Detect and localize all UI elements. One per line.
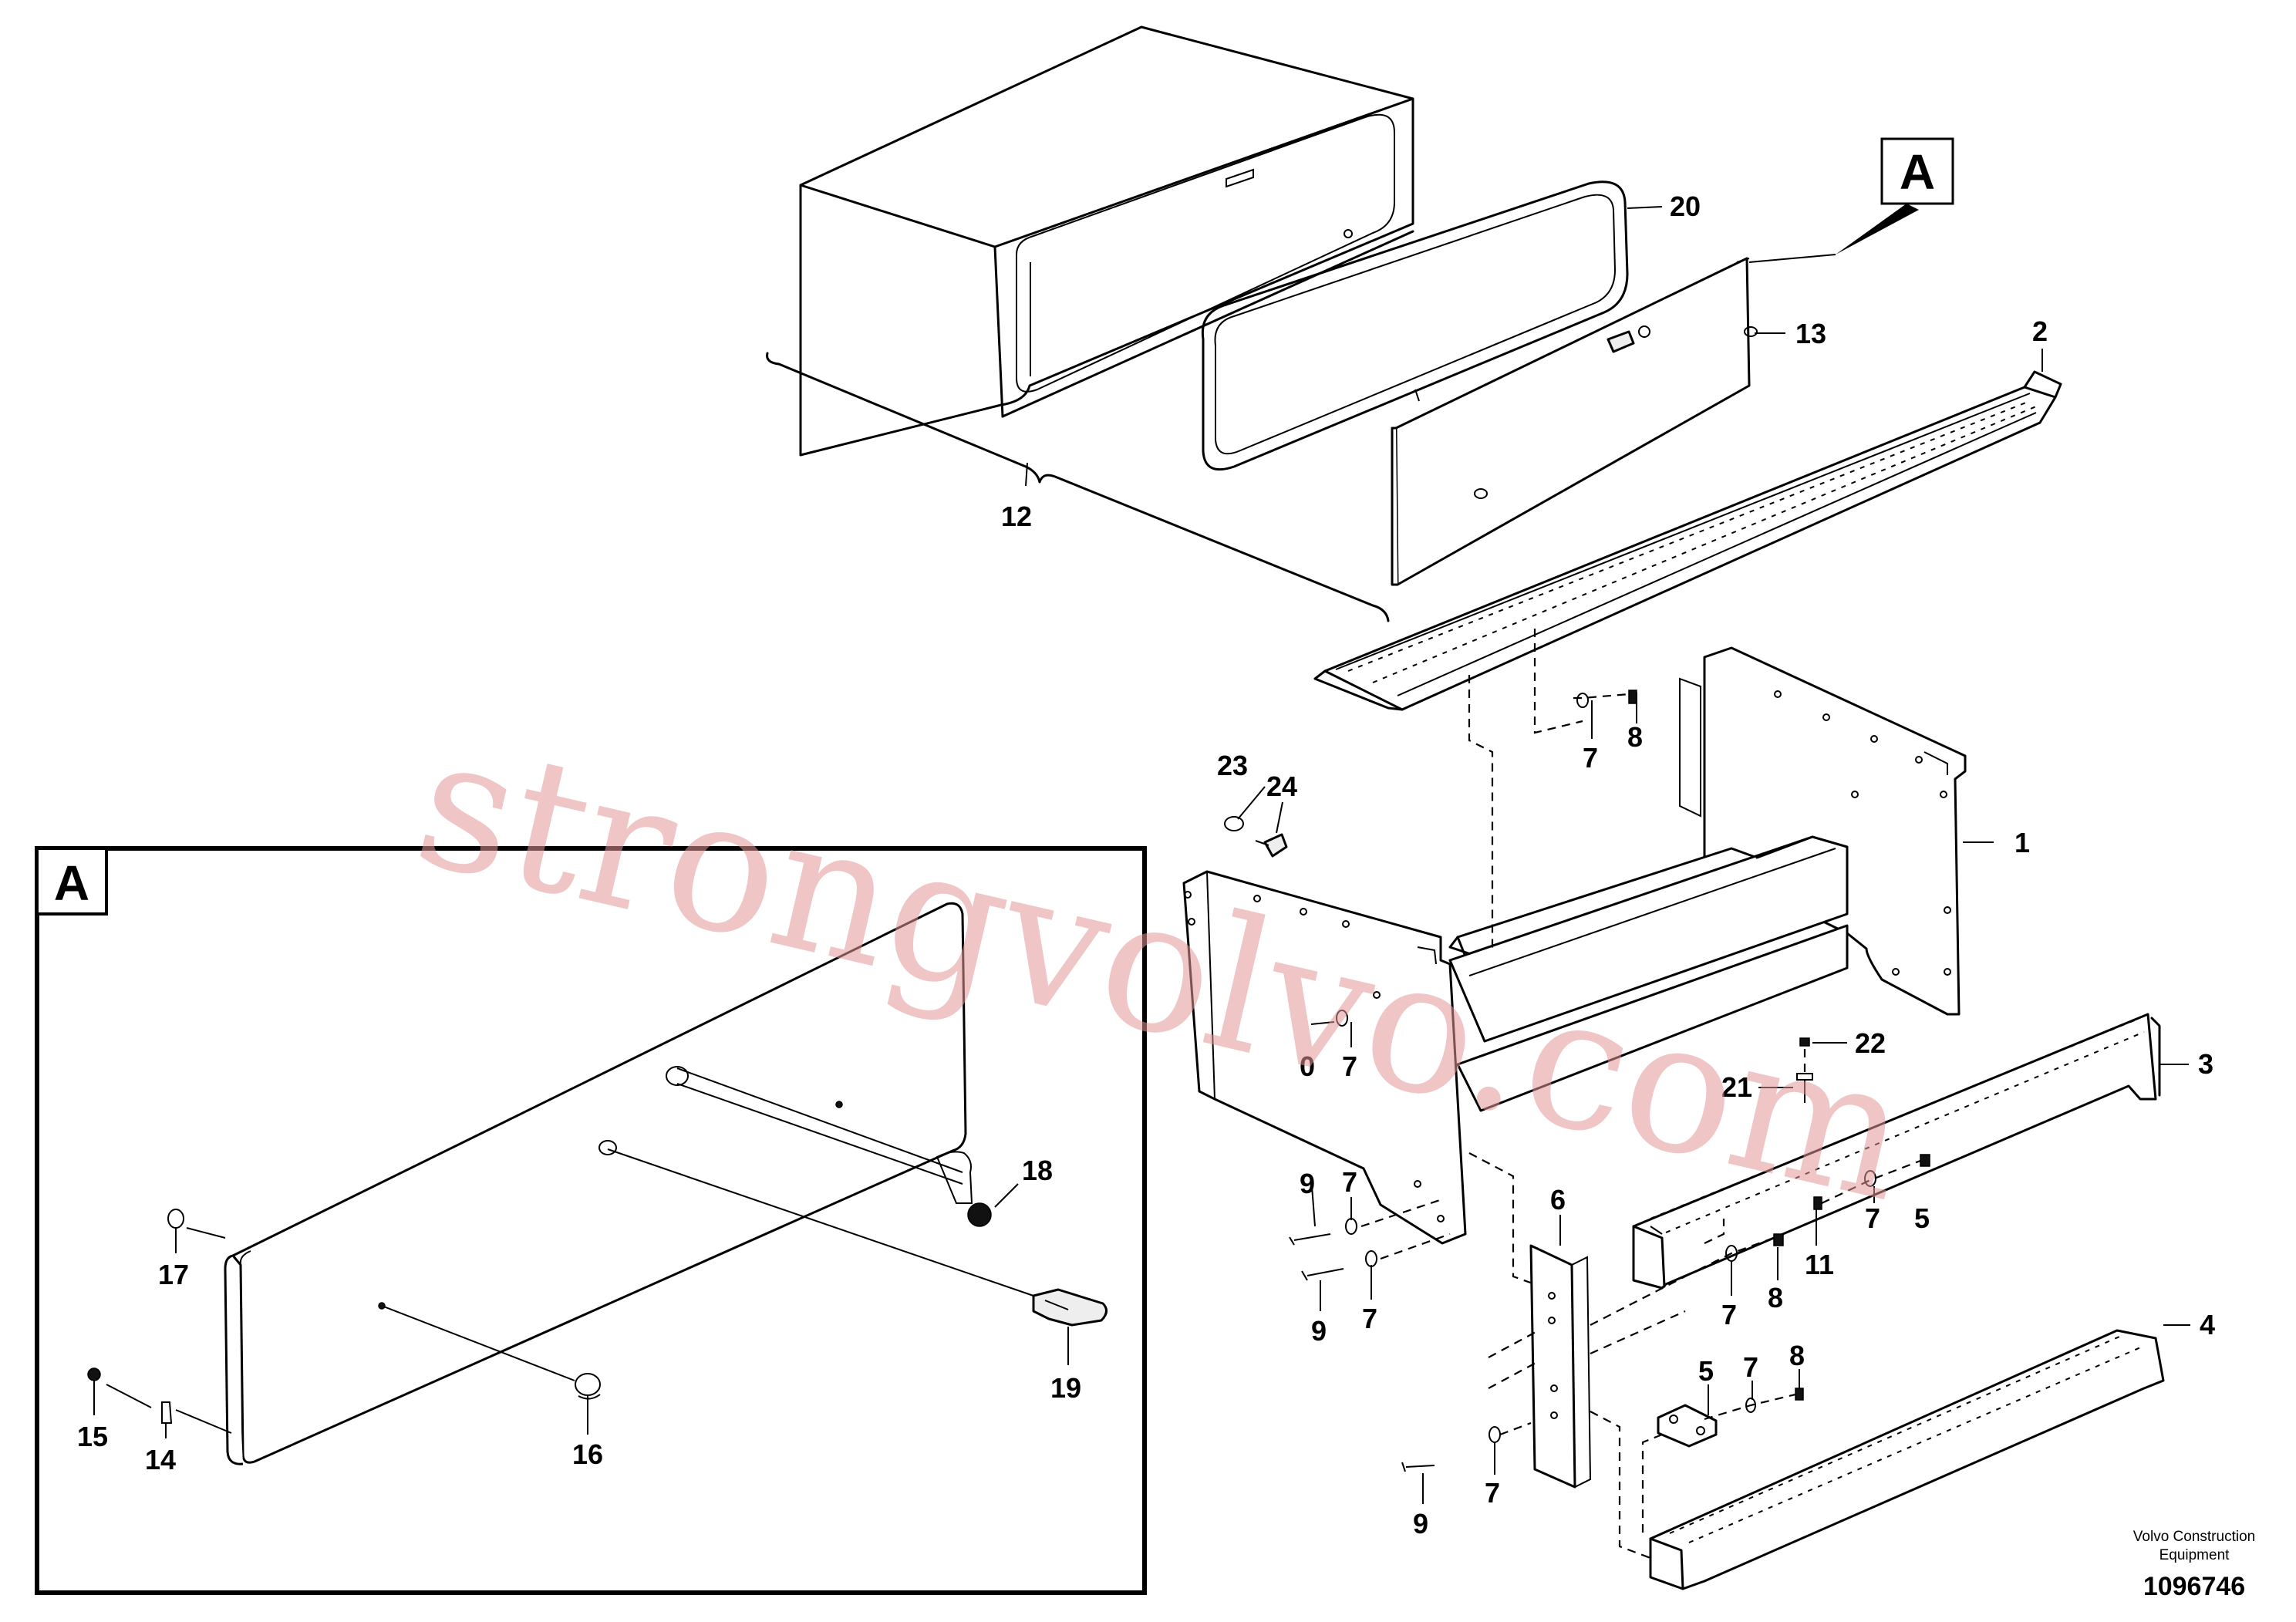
callout-8-a: 8	[1627, 721, 1643, 753]
view-marker-a: A	[1748, 137, 1954, 263]
part-20-seal-frame	[1201, 180, 1629, 471]
company-name-line1: Volvo Construction	[2133, 1529, 2255, 1545]
assembly-dashed-lines	[1360, 629, 1921, 1560]
callout-5-partial: 5	[1914, 1202, 1930, 1234]
callout-11: 11	[1805, 1249, 1834, 1280]
callout-labels: 1 2 3 4 5 5 6 7 7 7 7 7 7 7 7 8 8 8 9 9 …	[77, 191, 2215, 1539]
footer: Volvo Construction Equipment 1096746	[2133, 1529, 2255, 1601]
callout-7-c: 7	[1342, 1166, 1357, 1198]
callout-4: 4	[2200, 1309, 2215, 1340]
leader-lines	[1025, 206, 2190, 1504]
callout-7-f: 7	[1865, 1202, 1880, 1234]
part-3-middle-step	[1632, 1013, 2161, 1290]
callout-7-b: 7	[1342, 1050, 1357, 1082]
callout-3: 3	[2198, 1048, 2213, 1080]
detail-view-a-label: A	[54, 855, 89, 911]
callout-17: 17	[158, 1259, 189, 1290]
part-13-lid	[1391, 257, 1758, 586]
view-marker-a-label: A	[1900, 144, 1935, 200]
left-side-plate	[1182, 870, 1467, 1245]
callout-8-b: 8	[1768, 1282, 1783, 1313]
part-1-frame-bracket	[1679, 646, 1967, 1016]
callout-12: 12	[1001, 501, 1032, 532]
callout-7-a: 7	[1583, 742, 1598, 774]
callout-7-e: 7	[1721, 1299, 1737, 1330]
callout-13: 13	[1795, 318, 1826, 349]
callout-6: 6	[1550, 1184, 1566, 1216]
detail-view-a: A	[35, 846, 1147, 1595]
fasteners	[1224, 690, 1930, 1472]
callout-23: 23	[1217, 750, 1248, 781]
callout-10-partial: 0	[1300, 1050, 1315, 1082]
callout-5: 5	[1698, 1355, 1714, 1387]
callout-1: 1	[2014, 827, 2030, 858]
callout-8-c: 8	[1789, 1340, 1805, 1371]
callout-2: 2	[2032, 315, 2048, 347]
callout-9-c: 9	[1413, 1508, 1428, 1539]
callout-14: 14	[145, 1444, 176, 1475]
callout-24: 24	[1266, 771, 1297, 802]
callout-9-a: 9	[1300, 1168, 1315, 1199]
callout-7-g: 7	[1743, 1351, 1758, 1383]
part-5-bracket	[1657, 1404, 1718, 1448]
callout-9-b: 9	[1311, 1315, 1327, 1347]
callout-20: 20	[1670, 191, 1701, 222]
company-name-line2: Equipment	[2159, 1547, 2230, 1563]
callout-19: 19	[1050, 1372, 1081, 1404]
part-12-storage-box	[766, 25, 1414, 622]
part-6-connector-plate	[1529, 1244, 1592, 1489]
part-4-bottom-step	[1649, 1329, 2165, 1590]
part-2-top-step	[1313, 370, 2062, 711]
part-1-cross-beams	[1448, 835, 1849, 1112]
callout-7-h: 7	[1485, 1477, 1500, 1509]
callout-18: 18	[1022, 1155, 1053, 1186]
drawing-number: 1096746	[2143, 1572, 2245, 1601]
callout-15: 15	[77, 1421, 108, 1452]
callout-16: 16	[572, 1438, 603, 1470]
callout-22: 22	[1855, 1027, 1886, 1059]
callout-7-d: 7	[1362, 1303, 1377, 1334]
callout-21: 21	[1721, 1071, 1752, 1103]
